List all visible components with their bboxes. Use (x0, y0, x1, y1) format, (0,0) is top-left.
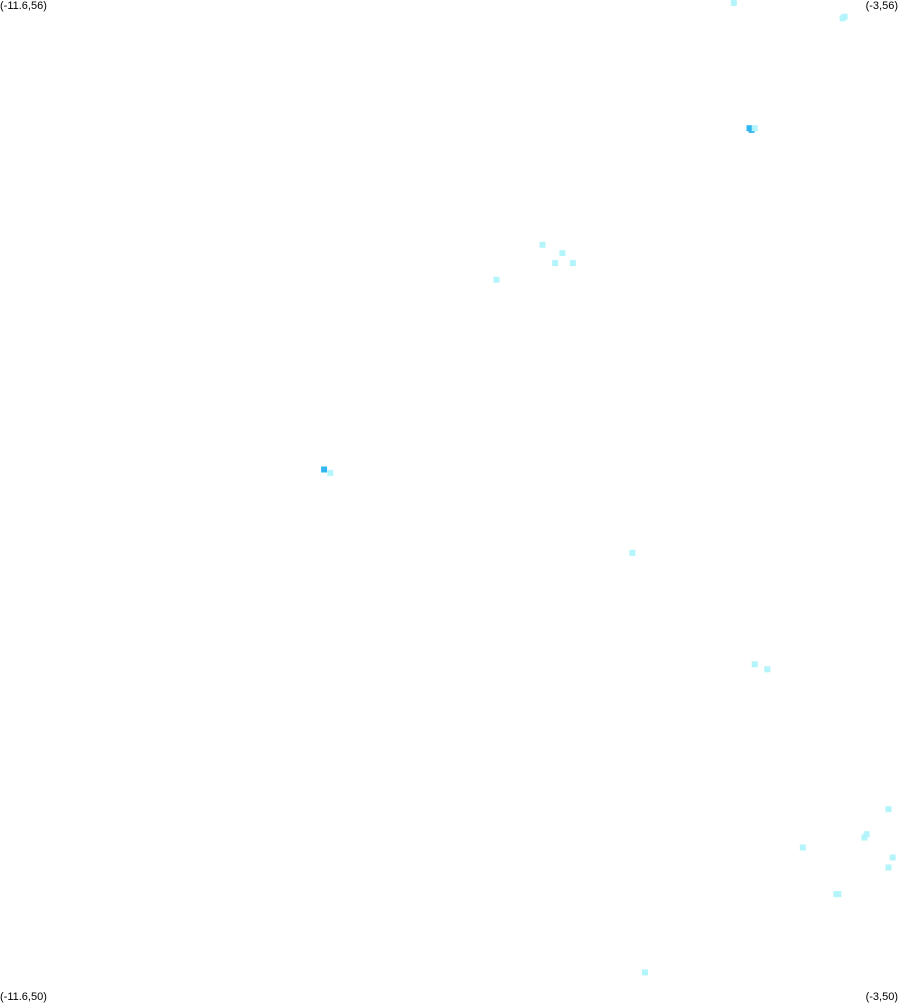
density-cell (569, 260, 576, 267)
density-cell (835, 891, 842, 898)
density-cell (327, 469, 334, 476)
corner-label-top-left: (-11.6,56) (0, 0, 47, 12)
density-cell (764, 666, 771, 673)
density-cell (885, 806, 892, 813)
density-cell (552, 260, 559, 267)
density-cell (885, 864, 892, 871)
density-cell (889, 854, 896, 861)
density-cell (751, 661, 758, 668)
density-cell (629, 549, 636, 556)
density-cell (642, 969, 648, 976)
density-cell (751, 125, 758, 132)
density-cell (539, 241, 546, 248)
density-cell (861, 834, 868, 841)
density-cell (799, 844, 806, 851)
corner-label-bottom-left: (-11.6,50) (0, 991, 47, 1003)
density-cell (841, 13, 848, 20)
corner-label-bottom-right: (-3,50) (865, 991, 898, 1003)
density-cell (730, 0, 737, 6)
corner-label-top-right: (-3,56) (865, 0, 898, 12)
density-cell (321, 466, 328, 473)
density-cell (493, 276, 500, 283)
density-cell (863, 831, 870, 838)
density-cell (748, 126, 755, 133)
density-cell (559, 250, 566, 257)
